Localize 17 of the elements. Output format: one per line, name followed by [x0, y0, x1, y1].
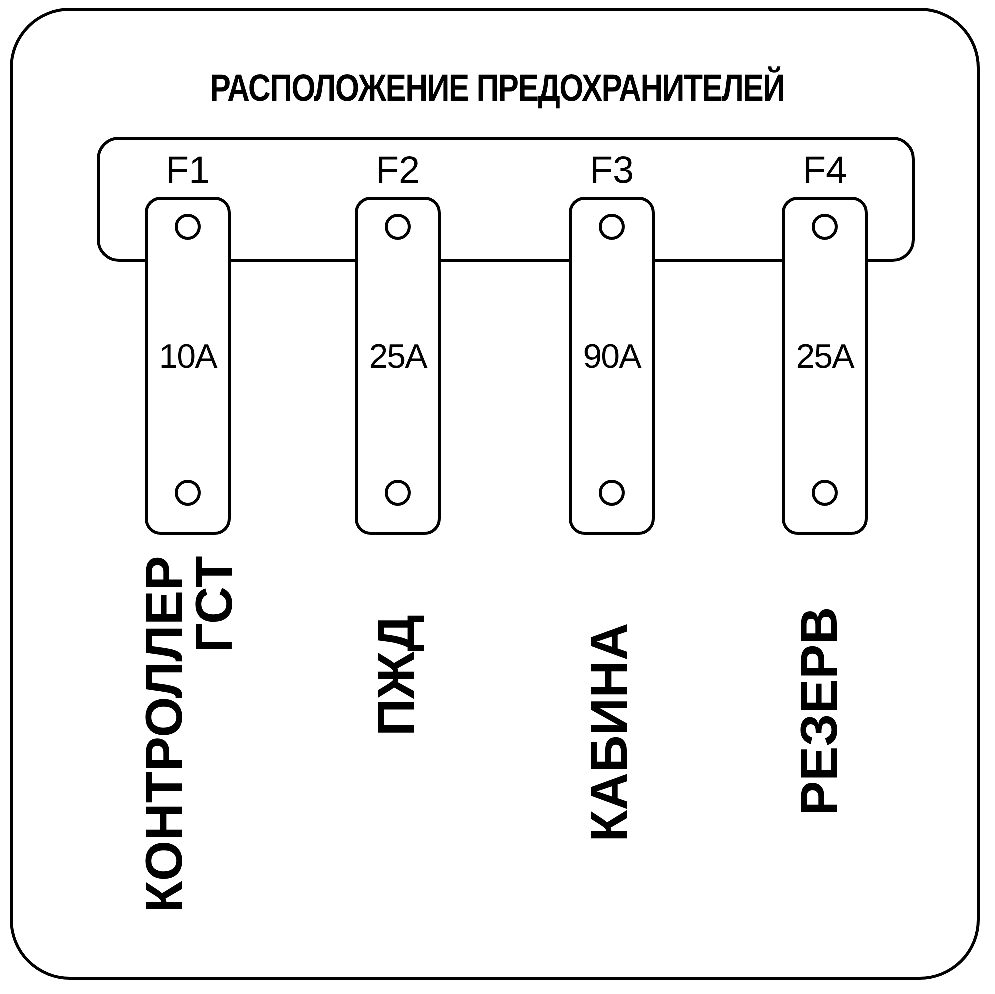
fuse-rating: 90A: [582, 338, 642, 377]
fuse-rating: 25A: [368, 338, 428, 377]
circuit-label: КАБИНА: [585, 622, 635, 842]
fuse-number: F2: [374, 150, 422, 193]
fuse-rating: 25A: [795, 338, 856, 377]
circuit-label: КОНТРОЛЛЕР ГСТ: [140, 556, 240, 915]
title: РАСПОЛОЖЕНИЕ ПРЕДОХРАНИТЕЛЕЙ: [209, 68, 786, 111]
fuse: [355, 197, 441, 535]
fuse: [569, 197, 655, 535]
fuse: [145, 197, 231, 535]
circuit-label: РЕЗЕРВ: [795, 607, 845, 816]
fuse: [782, 197, 868, 535]
fuse-number: F4: [802, 150, 848, 193]
fuse-rating: 10A: [158, 338, 218, 377]
fuse-number: F1: [164, 150, 212, 193]
fuse-number: F3: [588, 150, 636, 193]
circuit-label: ПЖД: [372, 614, 422, 736]
